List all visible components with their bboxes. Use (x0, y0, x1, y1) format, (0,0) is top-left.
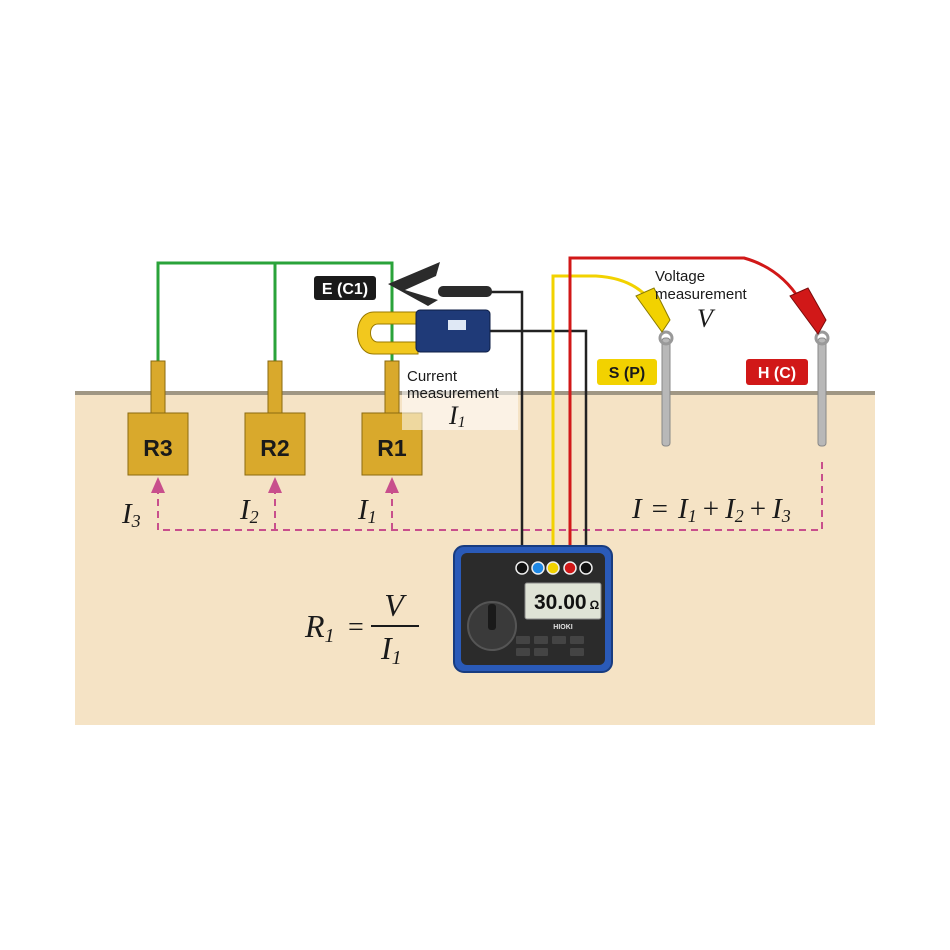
s-alligator-clip (635, 287, 671, 333)
current-measurement-caption: Current measurement I1 (402, 364, 518, 431)
arrowhead-i3 (151, 477, 165, 493)
total-term-2-sub: 2 (735, 506, 744, 526)
formula-i-sub: 1 (392, 647, 402, 669)
current-measurement-i: I (448, 401, 459, 430)
red-lead-h (568, 256, 802, 570)
meter-button-3 (552, 636, 566, 644)
current-i2-subscript: 2 (250, 507, 259, 527)
black-lead-e (490, 290, 524, 570)
electrode-label-r1: R1 (377, 435, 407, 461)
terminal-s-label: S (P) (597, 359, 657, 385)
formula-r: R (304, 608, 325, 644)
current-paths (157, 462, 823, 531)
formula-i: I (380, 630, 393, 666)
current-arrowheads (151, 477, 399, 493)
meter-display-digits: 30.00 (534, 591, 587, 614)
resistance-formula: R1 = V I1 (304, 587, 419, 669)
current-i3-subscript: 3 (131, 511, 141, 531)
formula-lhs: R1 (304, 608, 335, 647)
h-probe (789, 287, 830, 447)
meter-terminal-es (531, 561, 545, 575)
current-measurement-line2: measurement (407, 385, 500, 402)
meter-brand: HIOKI (553, 624, 573, 631)
total-current-formula: I=I1+I2+I3 (631, 493, 791, 526)
terminal-h-label: H (C) (746, 359, 808, 385)
arrowhead-i2 (268, 477, 282, 493)
meter-lcd (524, 582, 602, 620)
meter-dial-pointer (488, 604, 496, 630)
meter-display-unit: Ω (590, 598, 600, 612)
meter-terminal-clamp (579, 561, 593, 575)
electrode-label-r3: R3 (143, 435, 172, 461)
formula-denominator: I1 (380, 630, 402, 669)
current-i1-symbol: I (357, 494, 369, 526)
meter-button-4 (570, 636, 584, 644)
current-measurement-line1: Current (407, 368, 458, 385)
current-measurement-sub: 1 (458, 414, 466, 431)
terminal-h-text: H (C) (758, 365, 796, 382)
e-alligator-clip (388, 262, 492, 306)
voltage-measurement-caption: Voltage measurement V (655, 268, 748, 333)
total-current-symbol: I (631, 493, 643, 525)
total-term-3-sub: 3 (781, 506, 791, 526)
current-measurement-symbol: I1 (448, 401, 466, 431)
total-term-2: I (724, 493, 736, 525)
current-label-i3: I3 (121, 498, 141, 531)
arrowhead-i1 (385, 477, 399, 493)
electrode-r1: R1 (361, 360, 423, 476)
voltage-measurement-line2: measurement (655, 286, 748, 303)
total-term-3: I (771, 493, 783, 525)
current-label-i1: I1 (357, 494, 377, 527)
terminal-s-text: S (P) (609, 365, 645, 382)
meter-button-6 (534, 648, 548, 656)
current-i2-symbol: I (239, 494, 251, 526)
formula-numerator: V (384, 587, 407, 623)
meter-button-7 (570, 648, 584, 656)
terminal-e-text: E (C1) (322, 281, 368, 298)
current-i1-subscript: 1 (368, 507, 377, 527)
current-label-i2: I2 (239, 494, 259, 527)
black-lead-clamp (490, 329, 588, 570)
total-term-1: I (677, 493, 689, 525)
meter-button-5 (516, 648, 530, 656)
meter-button-1 (516, 636, 530, 644)
voltage-measurement-line1: Voltage (655, 268, 705, 285)
total-plus-2: + (750, 493, 766, 525)
clamp-sensor (357, 309, 491, 355)
total-current-equals: = (652, 493, 668, 525)
electrode-r3: R3 (127, 360, 189, 476)
current-i3-symbol: I (121, 498, 133, 530)
meter-button-2 (534, 636, 548, 644)
h-alligator-clip (789, 287, 827, 335)
meter-terminal-s (546, 561, 560, 575)
total-plus-1: + (703, 493, 719, 525)
terminal-e-label: E (C1) (314, 276, 376, 300)
formula-equals: = (348, 612, 364, 643)
voltage-measurement-symbol: V (697, 304, 716, 333)
s-probe (635, 287, 674, 447)
meter-terminal-e (515, 561, 529, 575)
total-term-1-sub: 1 (688, 506, 697, 526)
electrode-label-r2: R2 (260, 435, 289, 461)
formula-r-sub: 1 (325, 625, 335, 647)
meter-terminal-h (563, 561, 577, 575)
electrode-r2: R2 (244, 360, 306, 476)
